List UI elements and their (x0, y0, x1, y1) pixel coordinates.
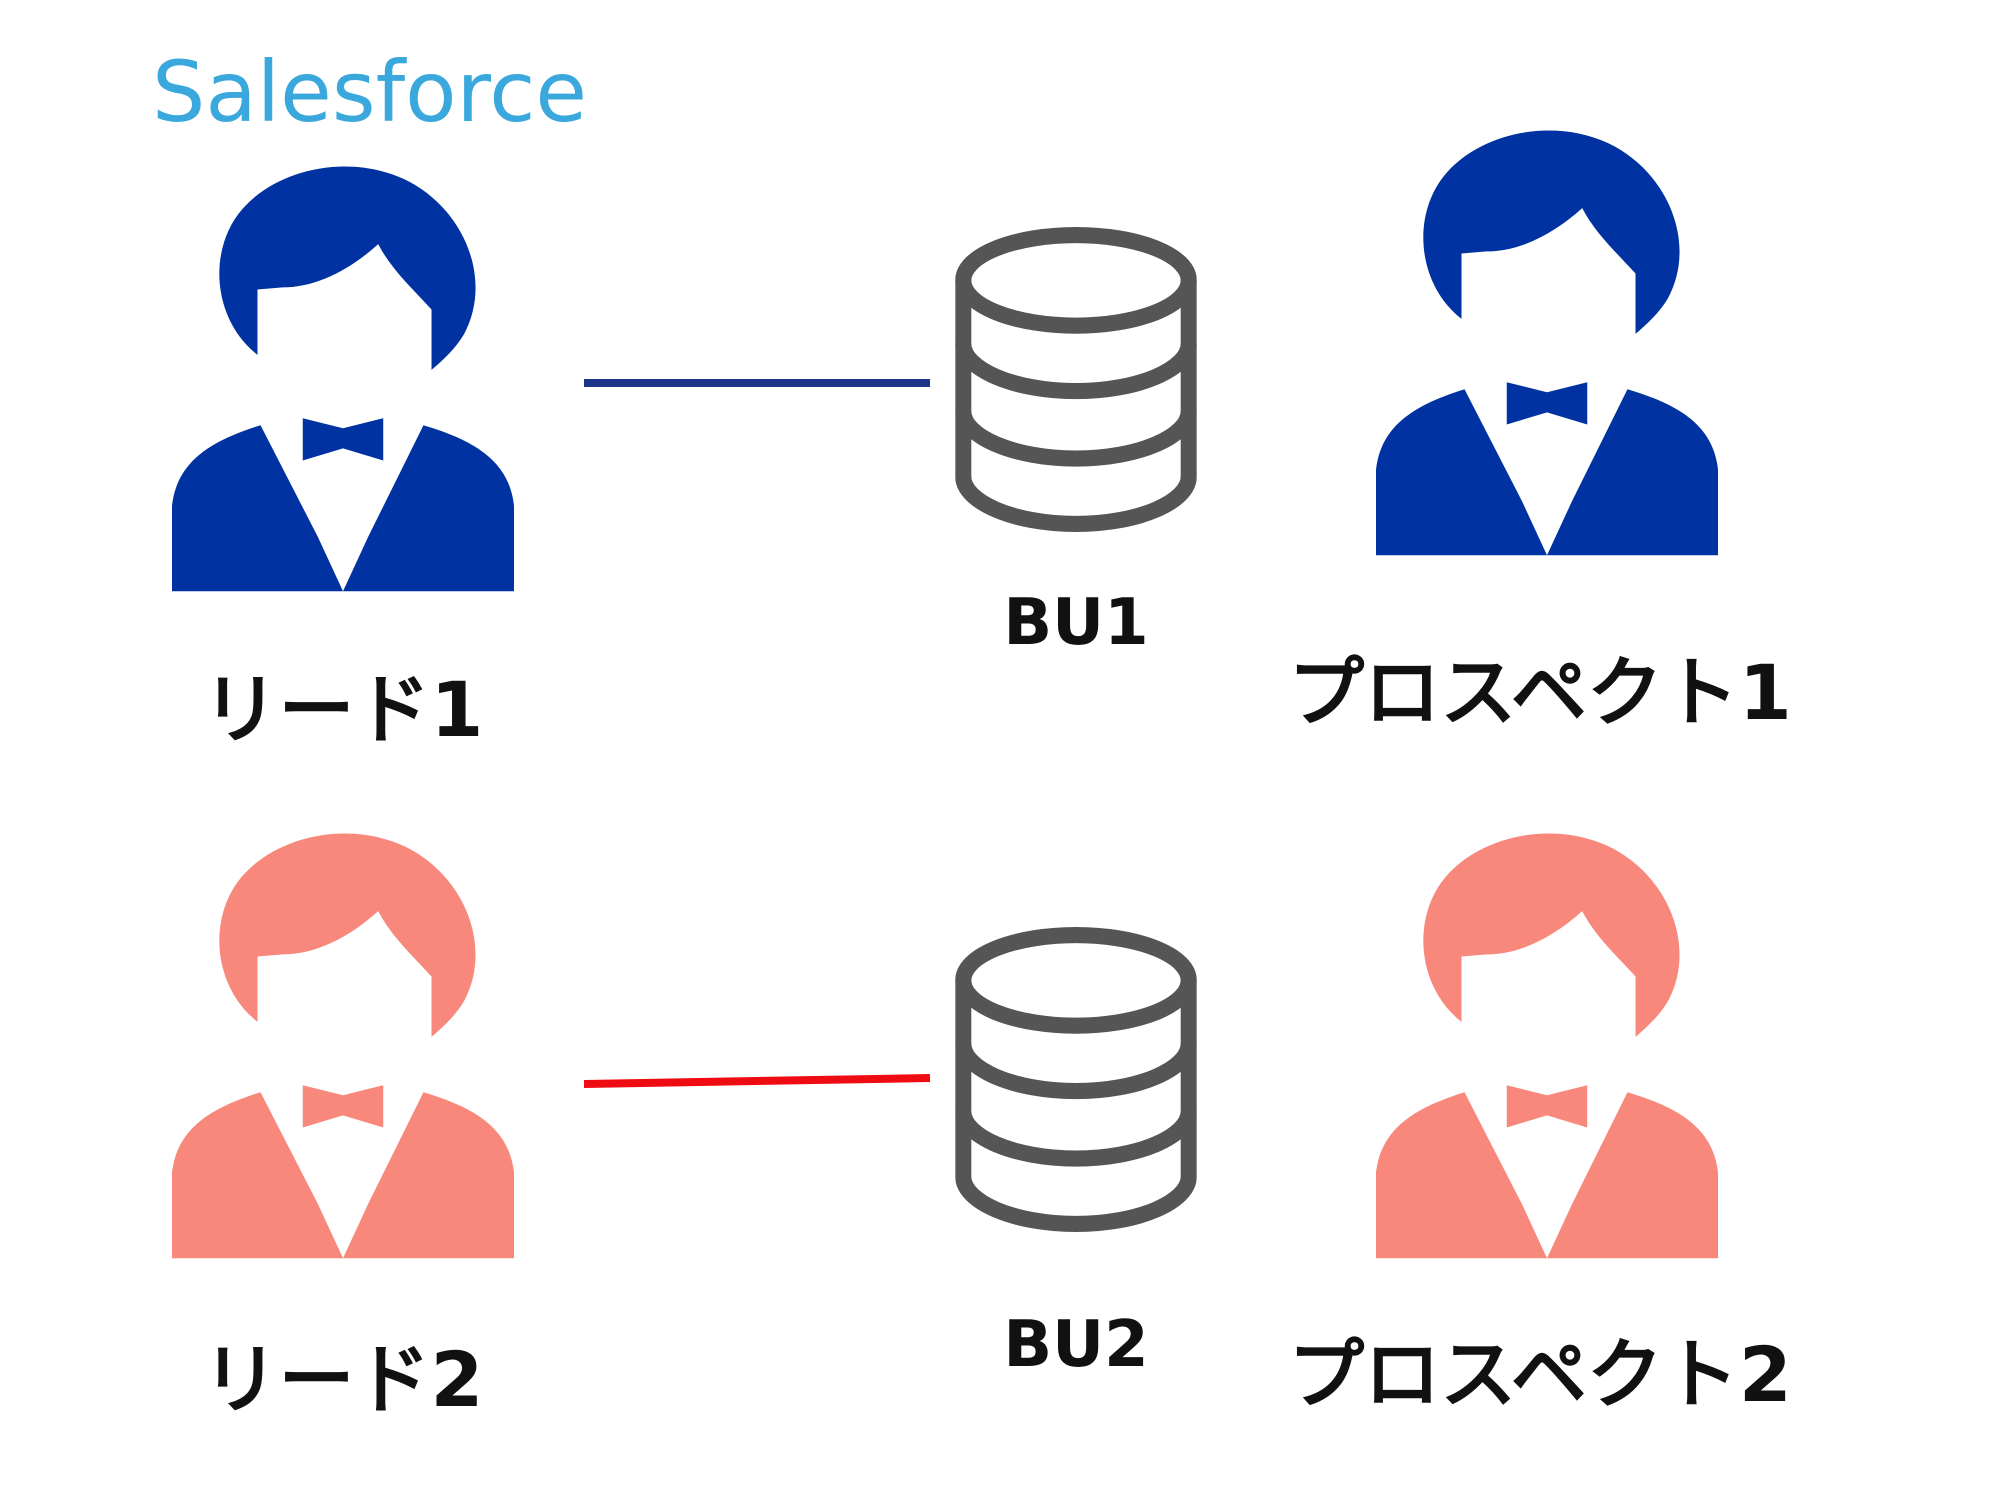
prospect-1-label: プロスペクト1 (1288, 648, 1792, 737)
bu-1-label: BU1 (1003, 586, 1149, 660)
lead-1-person-icon (172, 158, 514, 612)
prospect-2-label: プロスペクト2 (1288, 1330, 1792, 1419)
prospect-1-person-icon (1376, 122, 1718, 576)
bu-1-database-icon (955, 225, 1197, 532)
bu-2-database-icon (955, 925, 1197, 1232)
lead-1-bu-1-link-line (584, 379, 930, 387)
bu-2-label: BU2 (1003, 1308, 1149, 1382)
lead-2-label: リード2 (202, 1335, 484, 1424)
lead-1-label: リード1 (202, 665, 484, 754)
prospect-2-person-icon (1376, 825, 1718, 1279)
lead-2-bu-2-link-line (583, 1074, 931, 1088)
page-title: Salesforce (152, 43, 588, 141)
lead-2-person-icon (172, 825, 514, 1279)
